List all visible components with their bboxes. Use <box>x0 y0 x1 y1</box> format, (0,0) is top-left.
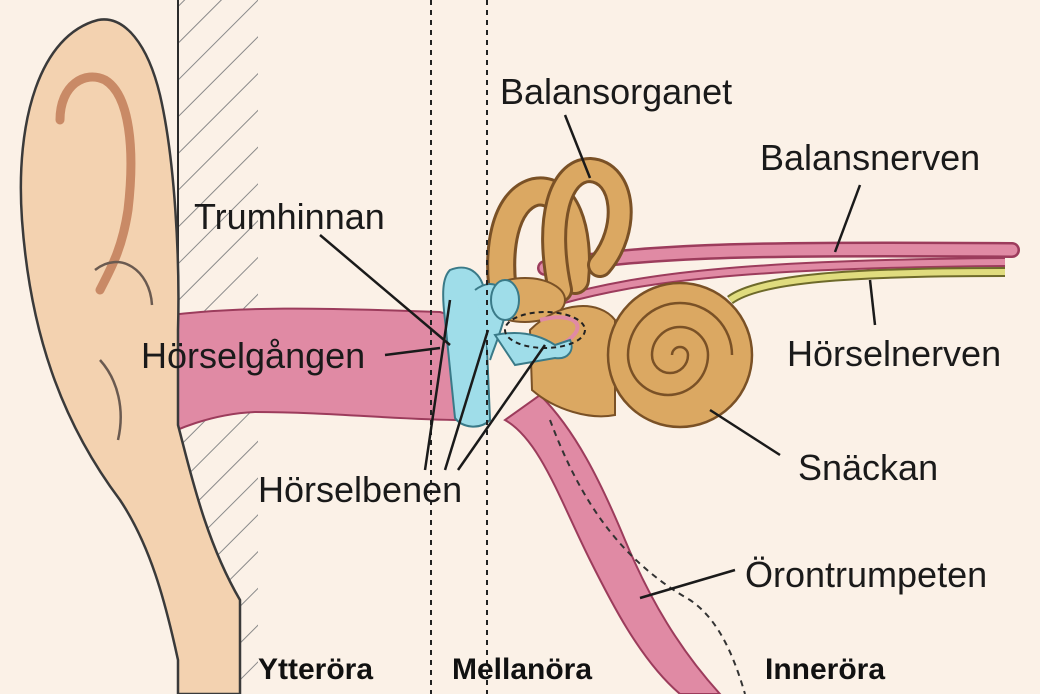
label-horselgangen: Hörselgången <box>141 338 365 374</box>
zone-inner-ear: Inneröra <box>765 655 885 685</box>
label-balansorganet: Balansorganet <box>500 74 732 110</box>
label-snackan: Snäckan <box>798 450 938 486</box>
leader-horselnerven <box>870 280 875 325</box>
label-horselnerven: Hörselnerven <box>787 336 1001 372</box>
zone-middle-ear: Mellanöra <box>452 655 592 685</box>
label-trumhinnan: Trumhinnan <box>194 199 385 235</box>
label-horselbenen: Hörselbenen <box>258 472 462 508</box>
eustachian-tube <box>505 395 745 694</box>
leader-snackan <box>710 410 780 455</box>
label-orontrumpeten: Örontrumpeten <box>745 557 987 593</box>
zone-outer-ear: Ytteröra <box>258 655 373 685</box>
label-balansnerven: Balansnerven <box>760 140 980 176</box>
leader-orontrumpeten <box>640 570 735 598</box>
